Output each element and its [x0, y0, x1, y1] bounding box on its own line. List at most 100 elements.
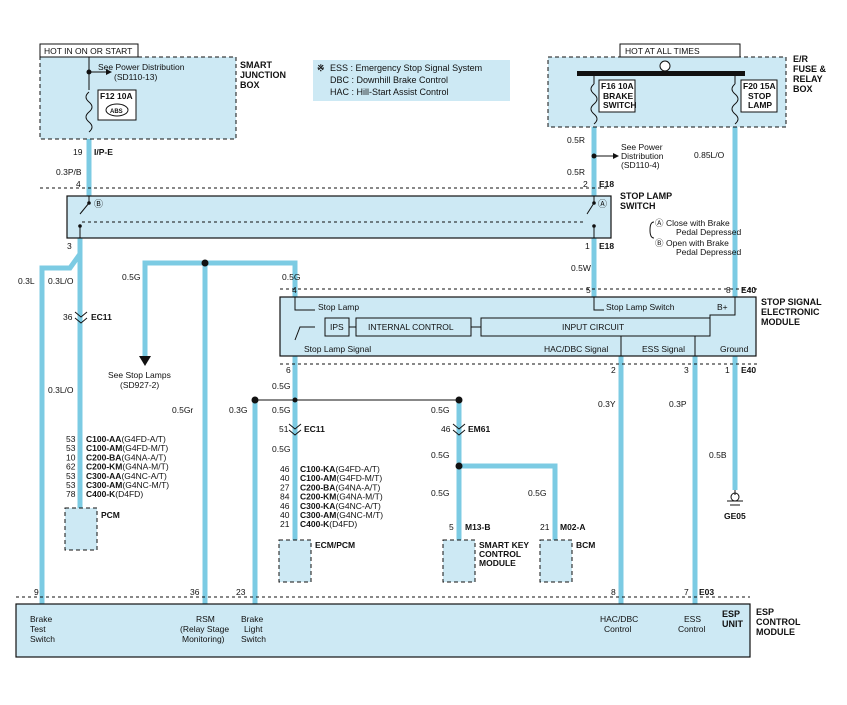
label-stop-lamp-switch: Stop Lamp Switch — [606, 302, 675, 312]
wire-label: 0.5G — [272, 381, 290, 391]
switch-connector: E18 — [599, 179, 614, 189]
wire-label: 0.3P/B — [56, 167, 82, 177]
svg-text:UNIT: UNIT — [722, 619, 743, 629]
wire-label: 0.5Gr — [172, 405, 193, 415]
svg-text:2: 2 — [583, 179, 588, 189]
svg-text:Switch: Switch — [241, 634, 266, 644]
sjb-name-3: BOX — [240, 80, 260, 90]
wire-label: 0.5B — [709, 450, 727, 460]
ecm-connector-code: C200-BA(G4NA-A/T) — [300, 482, 380, 492]
wire-label: 0.3P — [669, 399, 687, 409]
svg-text:EC11: EC11 — [304, 424, 325, 434]
svg-text:Ⓐ: Ⓐ — [655, 218, 664, 228]
er-fuse2-name-2: LAMP — [748, 100, 772, 110]
svg-text:EM61: EM61 — [468, 424, 490, 434]
wire-label: 0.5G — [282, 272, 300, 282]
pcm-pin: 53 — [66, 480, 76, 490]
splice — [251, 396, 259, 404]
pcm-connector-code: C400-K(D4FD) — [86, 489, 143, 499]
svg-text:CONTROL: CONTROL — [756, 617, 801, 627]
svg-text:MODULE: MODULE — [756, 627, 795, 637]
label-internal-control: INTERNAL CONTROL — [368, 322, 454, 332]
er-name-1: E/R — [793, 54, 809, 64]
svg-text:Close with Brake: Close with Brake — [666, 218, 730, 228]
splice — [455, 462, 463, 470]
ecm-connector-code: C300-KA(G4NC-A/T) — [300, 501, 381, 511]
sjb-pin: 19 — [73, 147, 83, 157]
svg-text:8: 8 — [726, 285, 731, 295]
pcm-connector-code: C200-KM(G4NA-M/T) — [86, 462, 169, 472]
ecm-box — [278, 539, 312, 583]
label-ips: IPS — [330, 322, 344, 332]
svg-text:Test: Test — [30, 624, 46, 634]
er-name-4: BOX — [793, 84, 813, 94]
svg-text:E40: E40 — [741, 365, 756, 375]
svg-text:51: 51 — [279, 424, 289, 434]
sjb-name-2: JUNCTION — [240, 70, 286, 80]
label-stop-lamp: Stop Lamp — [318, 302, 359, 312]
pcm-connector-code: C100-AM(G4FD-M/T) — [86, 443, 168, 453]
svg-text:ABS: ABS — [110, 109, 123, 115]
legend-symbol: ※ — [317, 63, 325, 73]
label-stop-lamp-signal: Stop Lamp Signal — [304, 344, 371, 354]
ecm-connector-code: C100-KA(G4FD-A/T) — [300, 464, 380, 474]
pcm-pin: 53 — [66, 471, 76, 481]
svg-text:E40: E40 — [741, 285, 756, 295]
arrow-down-icon — [139, 356, 151, 366]
er-fuse2-name-1: STOP — [748, 91, 771, 101]
svg-text:MODULE: MODULE — [479, 558, 516, 568]
pcm-pin: 53 — [66, 443, 76, 453]
sjb-connector: I/P-E — [94, 147, 113, 157]
wire-label: 0.85L/O — [694, 150, 725, 160]
svg-text:Distribution: Distribution — [621, 151, 664, 161]
ecm-name: ECM/PCM — [315, 540, 355, 550]
svg-text:STOP LAMP: STOP LAMP — [620, 191, 672, 201]
ecm-connector-code: C100-AM(G4FD-M/T) — [300, 473, 382, 483]
er-fuse1-name-1: BRAKE — [603, 91, 634, 101]
er-fuse1-rating: F16 10A — [601, 81, 634, 91]
svg-text:CONTROL: CONTROL — [479, 549, 521, 559]
wire-05g-bcm — [459, 463, 558, 540]
svg-text:Brake: Brake — [241, 614, 263, 624]
svg-text:1: 1 — [725, 365, 730, 375]
pcm-connector-code: C300-AM(G4NC-M/T) — [86, 480, 169, 490]
svg-text:Switch: Switch — [30, 634, 55, 644]
wire-label: 0.5G — [272, 444, 290, 454]
svg-text:8: 8 — [611, 587, 616, 597]
svg-text:Control: Control — [678, 624, 706, 634]
splice — [201, 259, 209, 267]
pcm-connector-code: C100-AA(G4FD-A/T) — [86, 434, 166, 444]
svg-text:RSM: RSM — [196, 614, 215, 624]
sjb-see-1: See Power Distribution — [98, 62, 185, 72]
stop-lamp-switch: 4 2 E18 STOP LAMP SWITCH Ⓑ Ⓐ 3 1 E18 Ⓐ C… — [40, 179, 741, 257]
er-name-3: RELAY — [793, 74, 823, 84]
ecm-pin: 46 — [280, 464, 290, 474]
er-name-2: FUSE & — [793, 64, 827, 74]
svg-text:7: 7 — [684, 587, 689, 597]
pcm-connector-code: C200-BA(G4NA-A/T) — [86, 452, 166, 462]
label-b-plus: B+ — [717, 302, 728, 312]
svg-text:Control: Control — [604, 624, 632, 634]
splice — [455, 396, 463, 404]
legend-line-3: HAC : Hill-Start Assist Control — [330, 87, 449, 97]
svg-text:SMART KEY: SMART KEY — [479, 540, 529, 550]
label-input-circuit: INPUT CIRCUIT — [562, 322, 624, 332]
wire-label: 0.5G — [272, 405, 290, 415]
wire-label: 0.5R — [567, 167, 585, 177]
label-ground: Ground — [720, 344, 749, 354]
wire-label: 0.5G — [528, 488, 546, 498]
wire-label: 0.3L/O — [48, 385, 74, 395]
svg-text:Monitoring): Monitoring) — [182, 634, 225, 644]
ecm-connector-code: C200-KM(G4NA-M/T) — [300, 492, 383, 502]
svg-text:5: 5 — [449, 522, 454, 532]
sjb-fuse-label: F12 10A — [100, 91, 133, 101]
fuse-icon — [85, 91, 93, 133]
smart-junction-box: HOT IN ON OR START SMART JUNCTION BOX Se… — [39, 43, 286, 157]
svg-text:36: 36 — [190, 587, 200, 597]
svg-text:(SD927-2): (SD927-2) — [120, 380, 159, 390]
svg-text:ESS: ESS — [684, 614, 701, 624]
ecm-pin: 21 — [280, 519, 290, 529]
